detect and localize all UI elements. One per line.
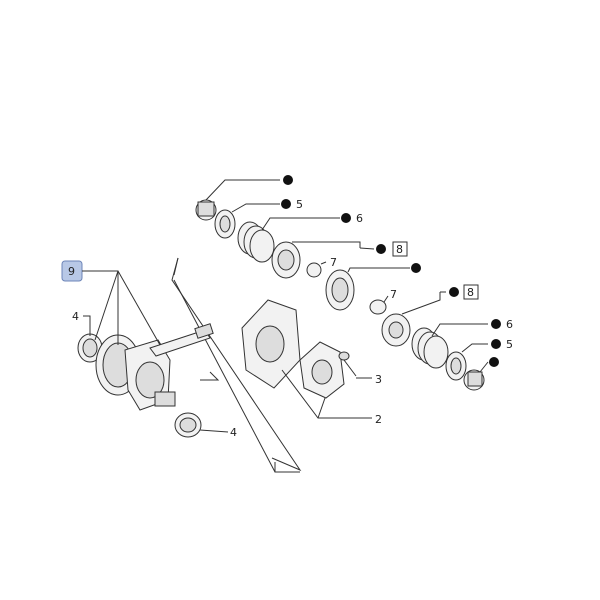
dot-mid-icon — [411, 263, 421, 273]
leader-5b — [461, 343, 488, 353]
leader-6a — [261, 217, 340, 231]
callout-4b-label: 4 — [230, 426, 237, 439]
spring-lower-part — [411, 327, 449, 369]
callout-2-label: 2 — [375, 413, 382, 426]
spring-upper-part — [237, 221, 275, 263]
callout-5a-label: 5 — [296, 198, 303, 211]
leader-dot-1 — [205, 179, 280, 201]
dot-6a-icon — [341, 213, 351, 223]
dot-5a-icon — [281, 199, 291, 209]
leader-6b — [431, 323, 488, 337]
callout-6b-label: 6 — [506, 318, 513, 331]
leader-8a — [292, 241, 361, 248]
leader-7a — [320, 261, 327, 265]
callout-6a-label: 6 — [356, 212, 363, 225]
dot-1-icon — [283, 175, 293, 185]
leader-7b — [383, 295, 389, 303]
callout-7a-label: 7 — [330, 256, 337, 269]
roller-bearing-part — [325, 269, 355, 311]
dot-5b-icon — [491, 339, 501, 349]
leader-5a — [231, 203, 280, 213]
shim-lower-part — [445, 351, 467, 381]
lower-bearing-cone-part — [463, 369, 485, 391]
shim-upper-part — [214, 209, 236, 239]
callout-8a-box — [392, 241, 408, 257]
leader-2-b — [317, 397, 326, 419]
dot-8a-icon — [376, 244, 386, 254]
leader-8b — [401, 292, 441, 315]
leader-9-c — [94, 270, 119, 341]
dot-last-icon — [489, 357, 499, 367]
callout-3-label: 3 — [375, 373, 382, 386]
leader-dot-last — [479, 361, 489, 373]
leader-4b — [199, 429, 229, 433]
callout-8b-label: 8 — [467, 286, 474, 299]
leader-4a — [83, 315, 91, 336]
leader-9-b — [117, 270, 161, 346]
housing-cover-right-part — [299, 341, 345, 399]
differential-assembly-part — [77, 323, 214, 438]
ring-clip-upper-part — [306, 262, 322, 278]
housing-cover-left-part — [241, 299, 301, 389]
callout-5b-label: 5 — [506, 338, 513, 351]
callout-4a-label: 4 — [72, 310, 79, 323]
ring-clip-lower-part — [369, 299, 387, 315]
clutch-cup-lower-part — [381, 313, 411, 347]
callout-8a-label: 8 — [396, 243, 403, 256]
callout-9-label: 9 — [68, 265, 75, 278]
dot-8b-icon — [449, 287, 459, 297]
upper-bearing-cone-part — [195, 199, 217, 221]
bolt-part — [338, 351, 357, 377]
clutch-cup-upper-part — [271, 241, 301, 279]
dot-6b-icon — [491, 319, 501, 329]
leader-dot-mid — [347, 267, 410, 273]
section-divider-lines — [171, 257, 302, 473]
leader-8a-tip — [359, 247, 375, 250]
callout-8b-box — [463, 284, 479, 300]
callout-7b-label: 7 — [390, 288, 397, 301]
